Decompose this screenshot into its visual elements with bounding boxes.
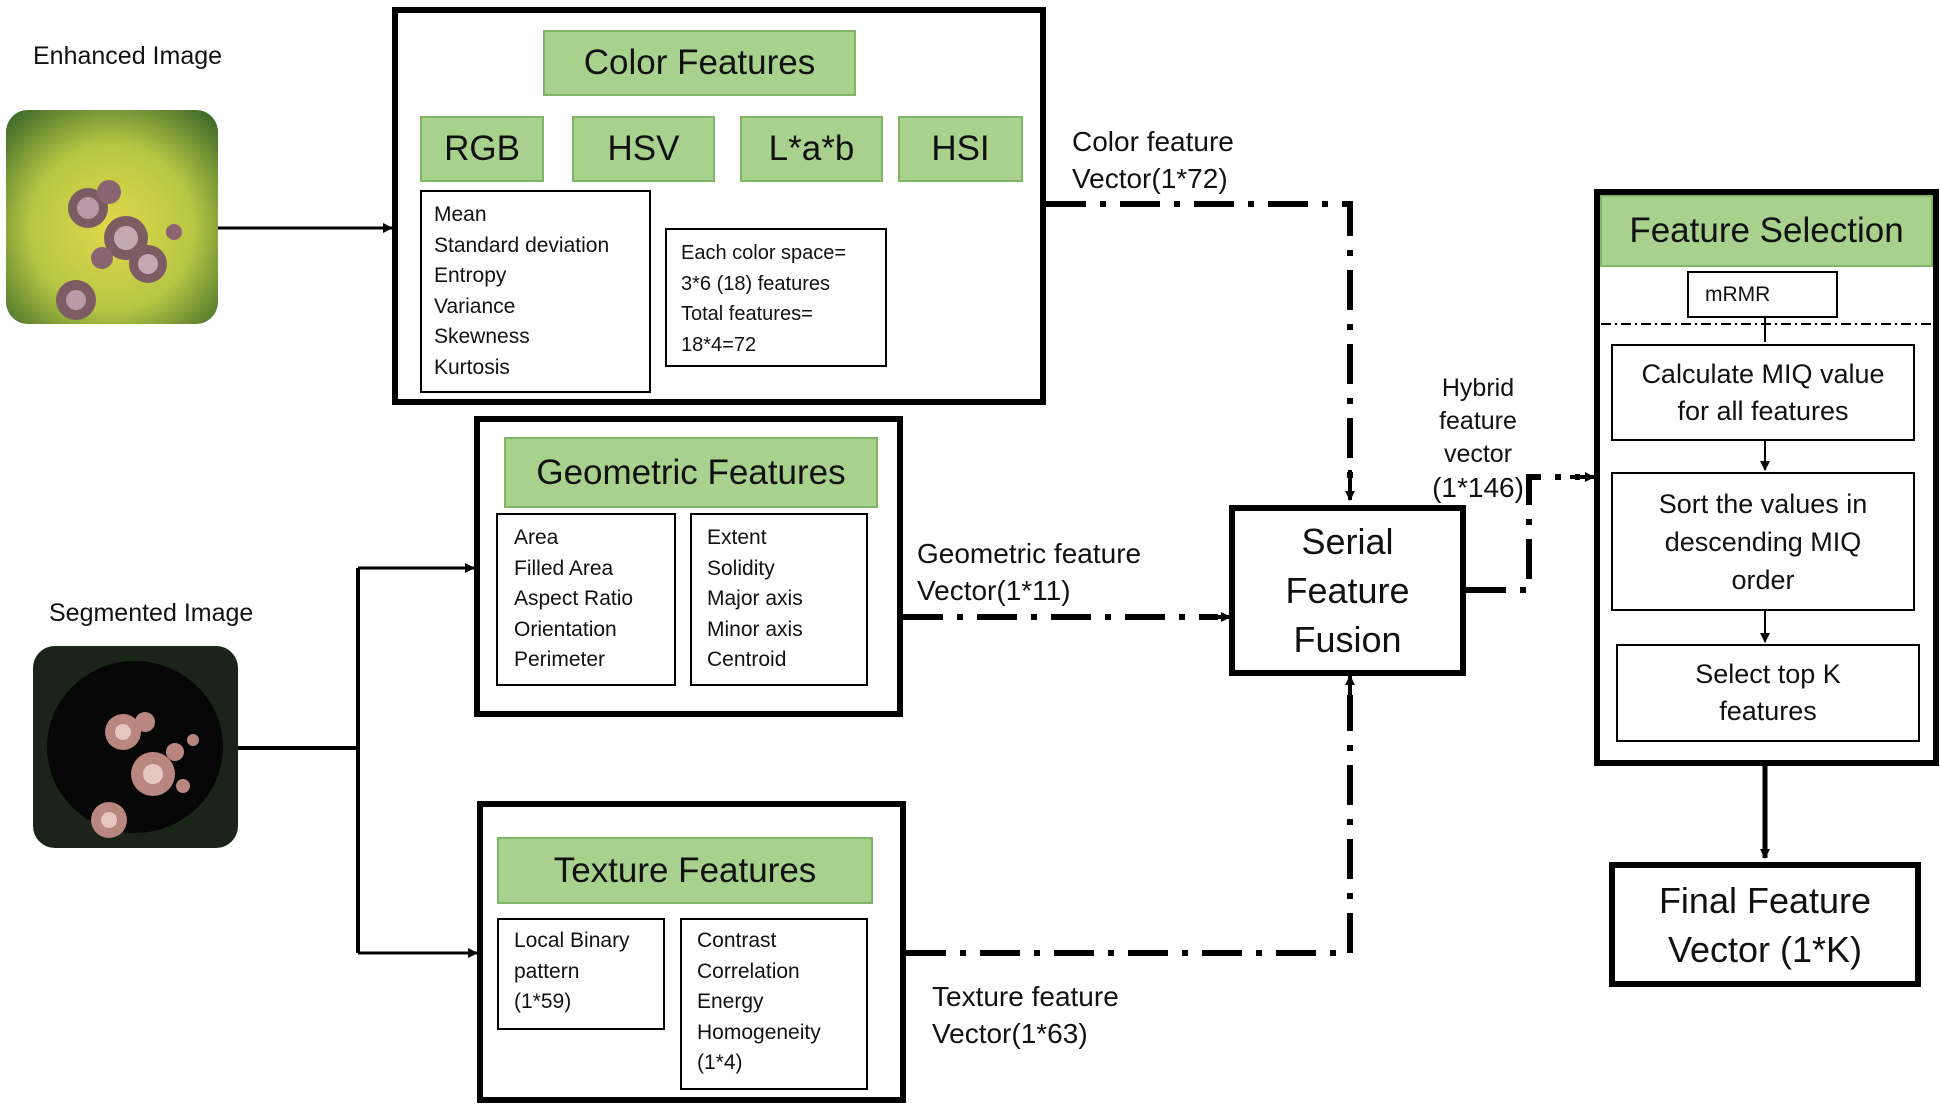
step-line: for all features bbox=[1677, 395, 1849, 426]
texture-glcm-line: Correlation bbox=[697, 959, 800, 983]
color-stats-list: Mean Standard deviation Entropy Variance… bbox=[420, 190, 651, 393]
texture-vector-label-line: Vector(1*63) bbox=[932, 1018, 1088, 1049]
geometric-item: Major axis bbox=[707, 587, 803, 610]
texture-glcm-line: Energy bbox=[697, 990, 764, 1013]
color-stat-item: Standard deviation bbox=[434, 233, 610, 257]
geometric-vector-label: Geometric feature Vector(1*11) bbox=[917, 535, 1141, 609]
feature-selection-box bbox=[1594, 189, 1939, 766]
color-space-lab: L*a*b bbox=[740, 116, 883, 182]
step-line: Select top K bbox=[1695, 659, 1841, 689]
texture-vector-label-line: Texture feature bbox=[932, 981, 1119, 1012]
hybrid-label-line: Hybrid bbox=[1441, 374, 1515, 402]
step-line: features bbox=[1719, 696, 1817, 726]
texture-lbp-box: Local Binary pattern (1*59) bbox=[497, 918, 665, 1030]
color-note-line: Each color space= bbox=[681, 242, 847, 264]
step-line: descending MIQ bbox=[1664, 526, 1862, 557]
color-stat-item: Entropy bbox=[434, 264, 507, 287]
texture-vector-label: Texture feature Vector(1*63) bbox=[932, 978, 1119, 1052]
geometric-vector-label-line: Vector(1*11) bbox=[917, 575, 1071, 606]
final-line: Vector (1*K) bbox=[1667, 928, 1863, 970]
geometric-item: Filled Area bbox=[514, 556, 614, 580]
segmented-leaf-image bbox=[33, 646, 238, 848]
color-vector-label-line: Color feature bbox=[1072, 126, 1234, 157]
hybrid-vector-label: Hybrid feature vector (1*146) bbox=[1415, 372, 1541, 504]
texture-lbp-line: pattern bbox=[514, 959, 580, 983]
color-features-title: Color Features bbox=[543, 30, 856, 96]
segmented-image-label: Segmented Image bbox=[49, 599, 254, 627]
geometric-item: Orientation bbox=[514, 617, 617, 641]
dashdot-texture-to-fusion bbox=[906, 695, 1353, 956]
texture-glcm-box: Contrast Correlation Energy Homogeneity … bbox=[680, 918, 868, 1090]
geometric-list-left: Area Filled Area Aspect Ratio Orientatio… bbox=[496, 513, 676, 686]
color-stat-item: Mean bbox=[434, 203, 487, 226]
color-vector-label: Color feature Vector(1*72) bbox=[1072, 123, 1234, 197]
fusion-line: Feature bbox=[1285, 570, 1410, 611]
geometric-item: Centroid bbox=[707, 648, 787, 671]
fusion-line: Serial bbox=[1301, 521, 1394, 562]
hybrid-label-line: feature bbox=[1439, 407, 1517, 435]
dashdot-color-to-fusion bbox=[1046, 201, 1353, 488]
step-line: Calculate MIQ value bbox=[1641, 358, 1885, 389]
geometric-item: Area bbox=[514, 526, 559, 549]
texture-glcm-line: Homogeneity bbox=[697, 1020, 821, 1044]
texture-lbp-line: (1*59) bbox=[514, 990, 572, 1013]
step-line: order bbox=[1731, 564, 1795, 595]
color-stat-item: Skewness bbox=[434, 325, 530, 348]
step-select-top-k: Select top K features bbox=[1616, 644, 1920, 742]
color-vector-label-line: Vector(1*72) bbox=[1072, 163, 1228, 194]
color-space-hsi: HSI bbox=[898, 116, 1023, 182]
geometric-item: Aspect Ratio bbox=[514, 587, 634, 610]
hybrid-label-line: (1*146) bbox=[1432, 472, 1524, 503]
feature-selection-title: Feature Selection bbox=[1600, 195, 1933, 267]
step-sort-values: Sort the values in descending MIQ order bbox=[1611, 472, 1915, 611]
color-note-line: 18*4=72 bbox=[681, 333, 757, 356]
fusion-line: Fusion bbox=[1293, 619, 1402, 660]
geometric-list-right: Extent Solidity Major axis Minor axis Ce… bbox=[690, 513, 868, 686]
color-stat-item: Kurtosis bbox=[434, 355, 510, 379]
step-calculate-miq: Calculate MIQ value for all features bbox=[1611, 344, 1915, 441]
color-stat-item: Variance bbox=[434, 294, 516, 318]
color-note-line: 3*6 (18) features bbox=[681, 272, 830, 295]
texture-glcm-line: Contrast bbox=[697, 929, 777, 952]
color-space-rgb: RGB bbox=[420, 116, 544, 182]
geometric-item: Solidity bbox=[707, 556, 775, 580]
final-feature-vector-box: Final Feature Vector (1*K) bbox=[1609, 862, 1921, 987]
mrmr-method-box: mRMR bbox=[1687, 271, 1838, 318]
color-space-hsv: HSV bbox=[572, 116, 715, 182]
enhanced-image-label: Enhanced Image bbox=[33, 42, 223, 70]
color-note-line: Total features= bbox=[681, 303, 813, 325]
final-line: Final Feature bbox=[1658, 879, 1872, 921]
texture-lbp-line: Local Binary bbox=[514, 929, 630, 952]
hybrid-label-line: vector bbox=[1443, 440, 1513, 468]
geometric-item: Minor axis bbox=[707, 617, 803, 641]
geometric-vector-label-line: Geometric feature bbox=[917, 538, 1142, 569]
step-line: Sort the values in bbox=[1658, 488, 1868, 519]
geometric-features-title: Geometric Features bbox=[504, 437, 878, 508]
geometric-item: Perimeter bbox=[514, 648, 606, 671]
dashdot-fusion-to-selection bbox=[1466, 474, 1580, 593]
texture-features-title: Texture Features bbox=[497, 837, 873, 904]
color-count-note: Each color space= 3*6 (18) features Tota… bbox=[665, 228, 887, 367]
texture-glcm-line: (1*4) bbox=[697, 1051, 743, 1074]
serial-feature-fusion-box: Serial Feature Fusion bbox=[1229, 505, 1466, 676]
geometric-item: Extent bbox=[707, 526, 767, 549]
enhanced-leaf-image bbox=[6, 110, 218, 324]
